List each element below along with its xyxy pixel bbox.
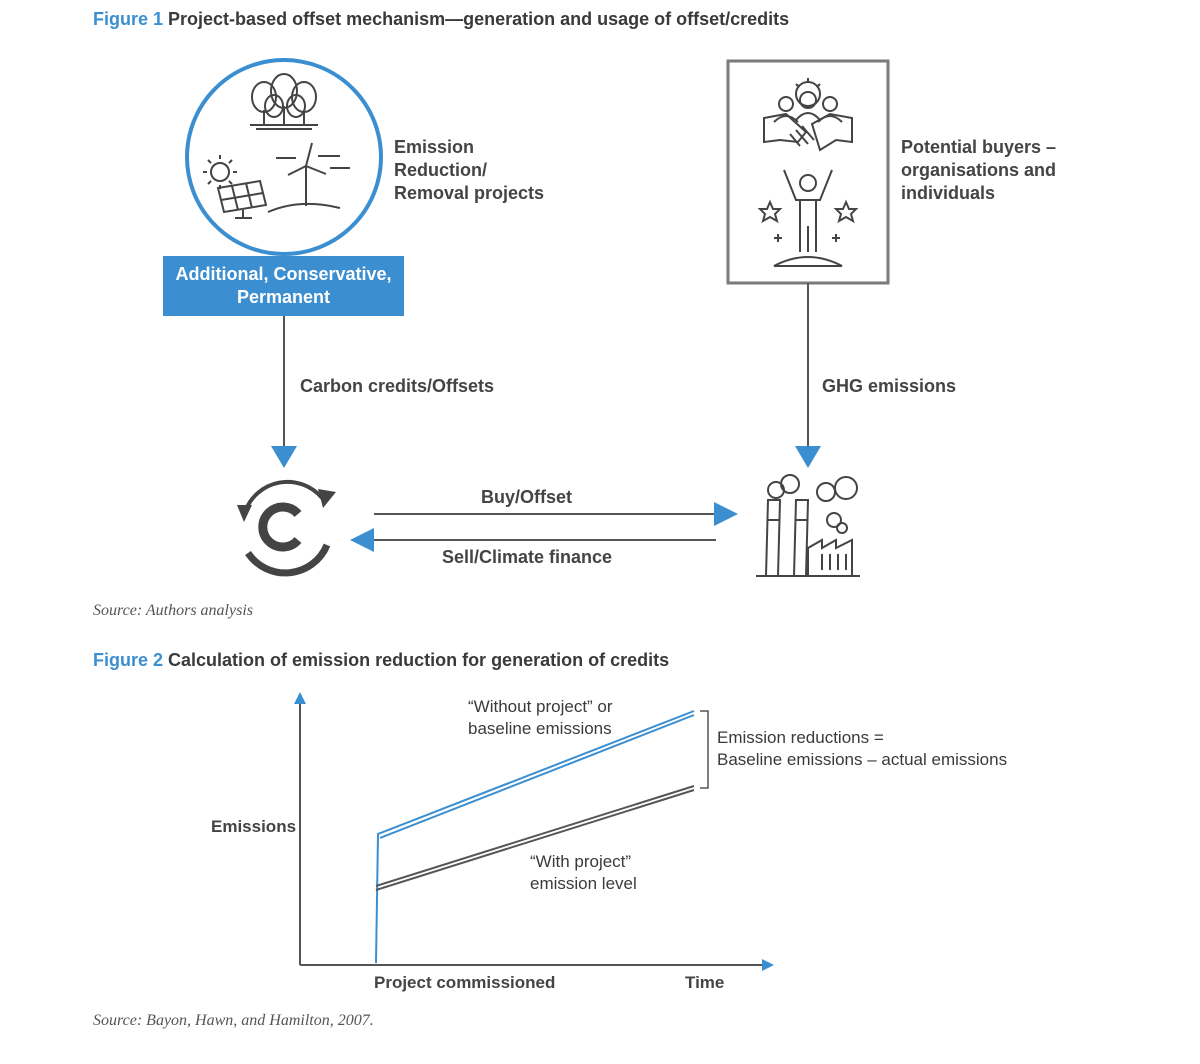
with-project-label-line: “With project” [530,852,632,871]
baseline-label-line: “Without project” or [468,697,613,716]
figure-1-title-text: Project-based offset mechanism—generatio… [168,9,790,29]
emission-reductions-bracket [700,710,709,789]
buy-offset-label: Buy/Offset [481,487,573,507]
figure-1-source: Source: Authors analysis [93,602,253,619]
carbon-credit-cycle-icon [237,479,336,577]
buy-offset-arrow [374,502,738,526]
figure-1-number: Figure 1 [93,9,164,29]
x-axis-commissioned-label: Project commissioned [374,973,556,992]
sell-climate-finance-arrow [350,528,716,552]
projects-label-line: Removal projects [394,183,545,203]
with-project-label-line: emission level [530,874,637,893]
figure-2-number: Figure 2 [93,650,164,670]
y-axis-label: Emissions [211,817,297,836]
projects-label-line: Reduction/ [394,160,487,180]
with-project-emissions-line [375,785,695,891]
ghg-emissions-arrow [795,283,821,468]
projects-label: Emission Reduction/ Removal projects [394,136,544,205]
projects-label-line: Emission [394,137,475,157]
buyers-label: Potential buyers – organisations and ind… [901,136,1056,205]
buyers-label-line: individuals [901,183,996,203]
handshake-people-icon [726,59,890,285]
baseline-label: “Without project” or baseline emissions [468,696,613,740]
emission-reductions-label: Emission reductions = Baseline emissions… [717,727,1007,771]
ghg-emissions-label: GHG emissions [822,376,957,396]
trees-solar-wind-icon [185,58,383,256]
factory-emissions-icon [756,474,860,577]
emission-reductions-label-line: Emission reductions = [717,728,884,747]
criteria-line: Permanent [236,287,331,307]
x-axis-time-label: Time [685,973,725,992]
figure-1-title: Figure 1 Project-based offset mechanism—… [93,9,789,30]
baseline-emissions-line [375,710,695,964]
with-project-label: “With project” emission level [530,851,637,895]
x-axis [300,959,774,971]
y-axis [294,692,306,965]
buyers-label-line: Potential buyers – [901,137,1057,157]
sell-climate-finance-label: Sell/Climate finance [442,547,613,567]
carbon-credits-label: Carbon credits/Offsets [300,376,495,396]
baseline-label-line: baseline emissions [468,719,612,738]
criteria-line: Additional, Conservative, [175,264,392,284]
buyers-label-line: organisations and [901,160,1057,180]
carbon-credits-arrow [271,316,297,468]
figure-2-source: Source: Bayon, Hawn, and Hamilton, 2007. [93,1012,374,1029]
figure-2-title-text: Calculation of emission reduction for ge… [168,650,670,670]
figure-2-title: Figure 2 Calculation of emission reducti… [93,650,669,671]
criteria-box: Additional, Conservative, Permanent [163,256,404,316]
emission-reductions-label-line: Baseline emissions – actual emissions [717,750,1008,769]
